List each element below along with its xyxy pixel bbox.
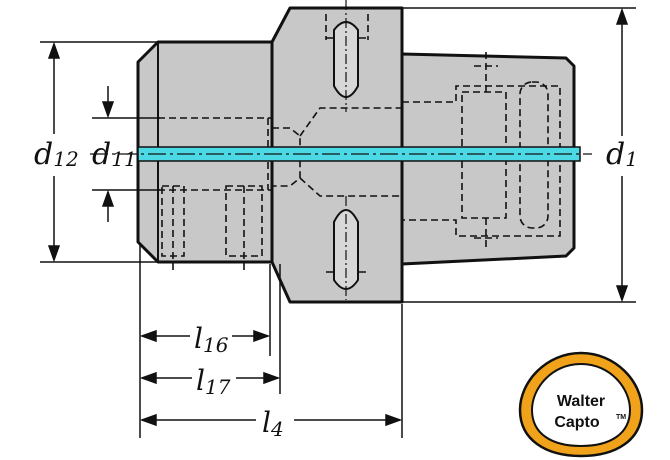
logo-inner [530,362,632,448]
label-l17: l17 [196,364,231,399]
hidden-lines [158,14,561,273]
label-l16: l16 [194,322,229,357]
logo-line1: Walter [557,393,605,410]
dimension-lines [40,7,636,438]
label-d1: d1 [606,137,638,172]
label-d11: d11 [92,137,137,172]
logo-tm: TM [616,414,626,421]
label-d12: d12 [34,137,79,172]
clamping-slot-upper [333,0,359,112]
walter-capto-logo: Walter Capto TM [518,351,644,458]
label-l4: l4 [262,406,284,441]
clamping-slot-lower [333,196,359,300]
logo-line2: Capto [554,414,600,431]
